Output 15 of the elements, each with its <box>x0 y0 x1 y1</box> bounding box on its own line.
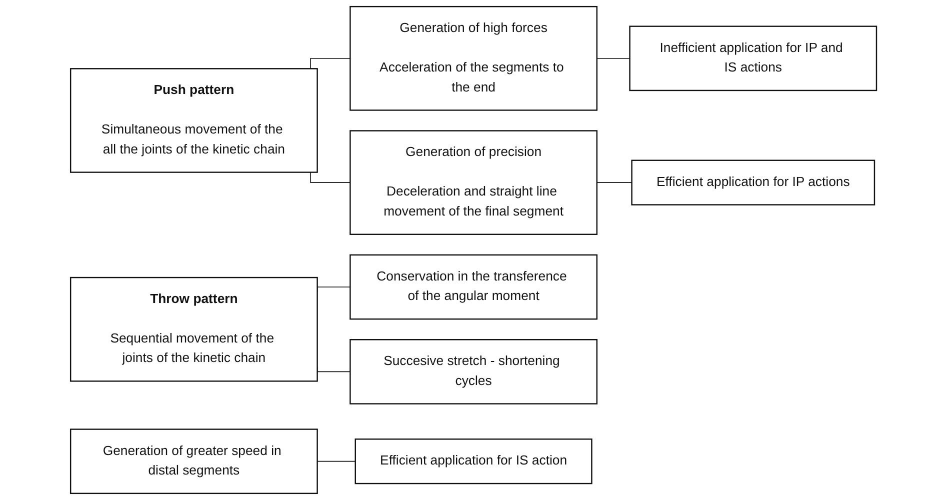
node-box: Push pattern Simultaneous movement of the all the joints of the kinetic chain <box>70 68 318 173</box>
connector <box>596 182 633 183</box>
connector <box>317 460 356 462</box>
node-box: Generation of precision Deceleration and straight line movement of the final segment <box>350 130 598 235</box>
node-box: Generation of greater speed in distal segments <box>70 428 318 494</box>
node-box: Efficient application for IP actions <box>632 160 876 206</box>
connector <box>310 172 352 183</box>
connector <box>596 58 631 59</box>
node-box: Succesive stretch - shortening cycles <box>350 339 598 404</box>
node-box: Generation of high forces Acceleration of the segments to the end <box>350 6 598 111</box>
connector <box>310 58 352 70</box>
node-box: Efficient application for IS action <box>355 438 593 484</box>
node-box: Conservation in the transference of the angular moment <box>350 254 598 320</box>
node-box: Inefficient application for IP and IS actions <box>630 26 878 92</box>
node-box: Throw pattern Sequential movement of the joints of the kinetic chain <box>70 276 318 382</box>
